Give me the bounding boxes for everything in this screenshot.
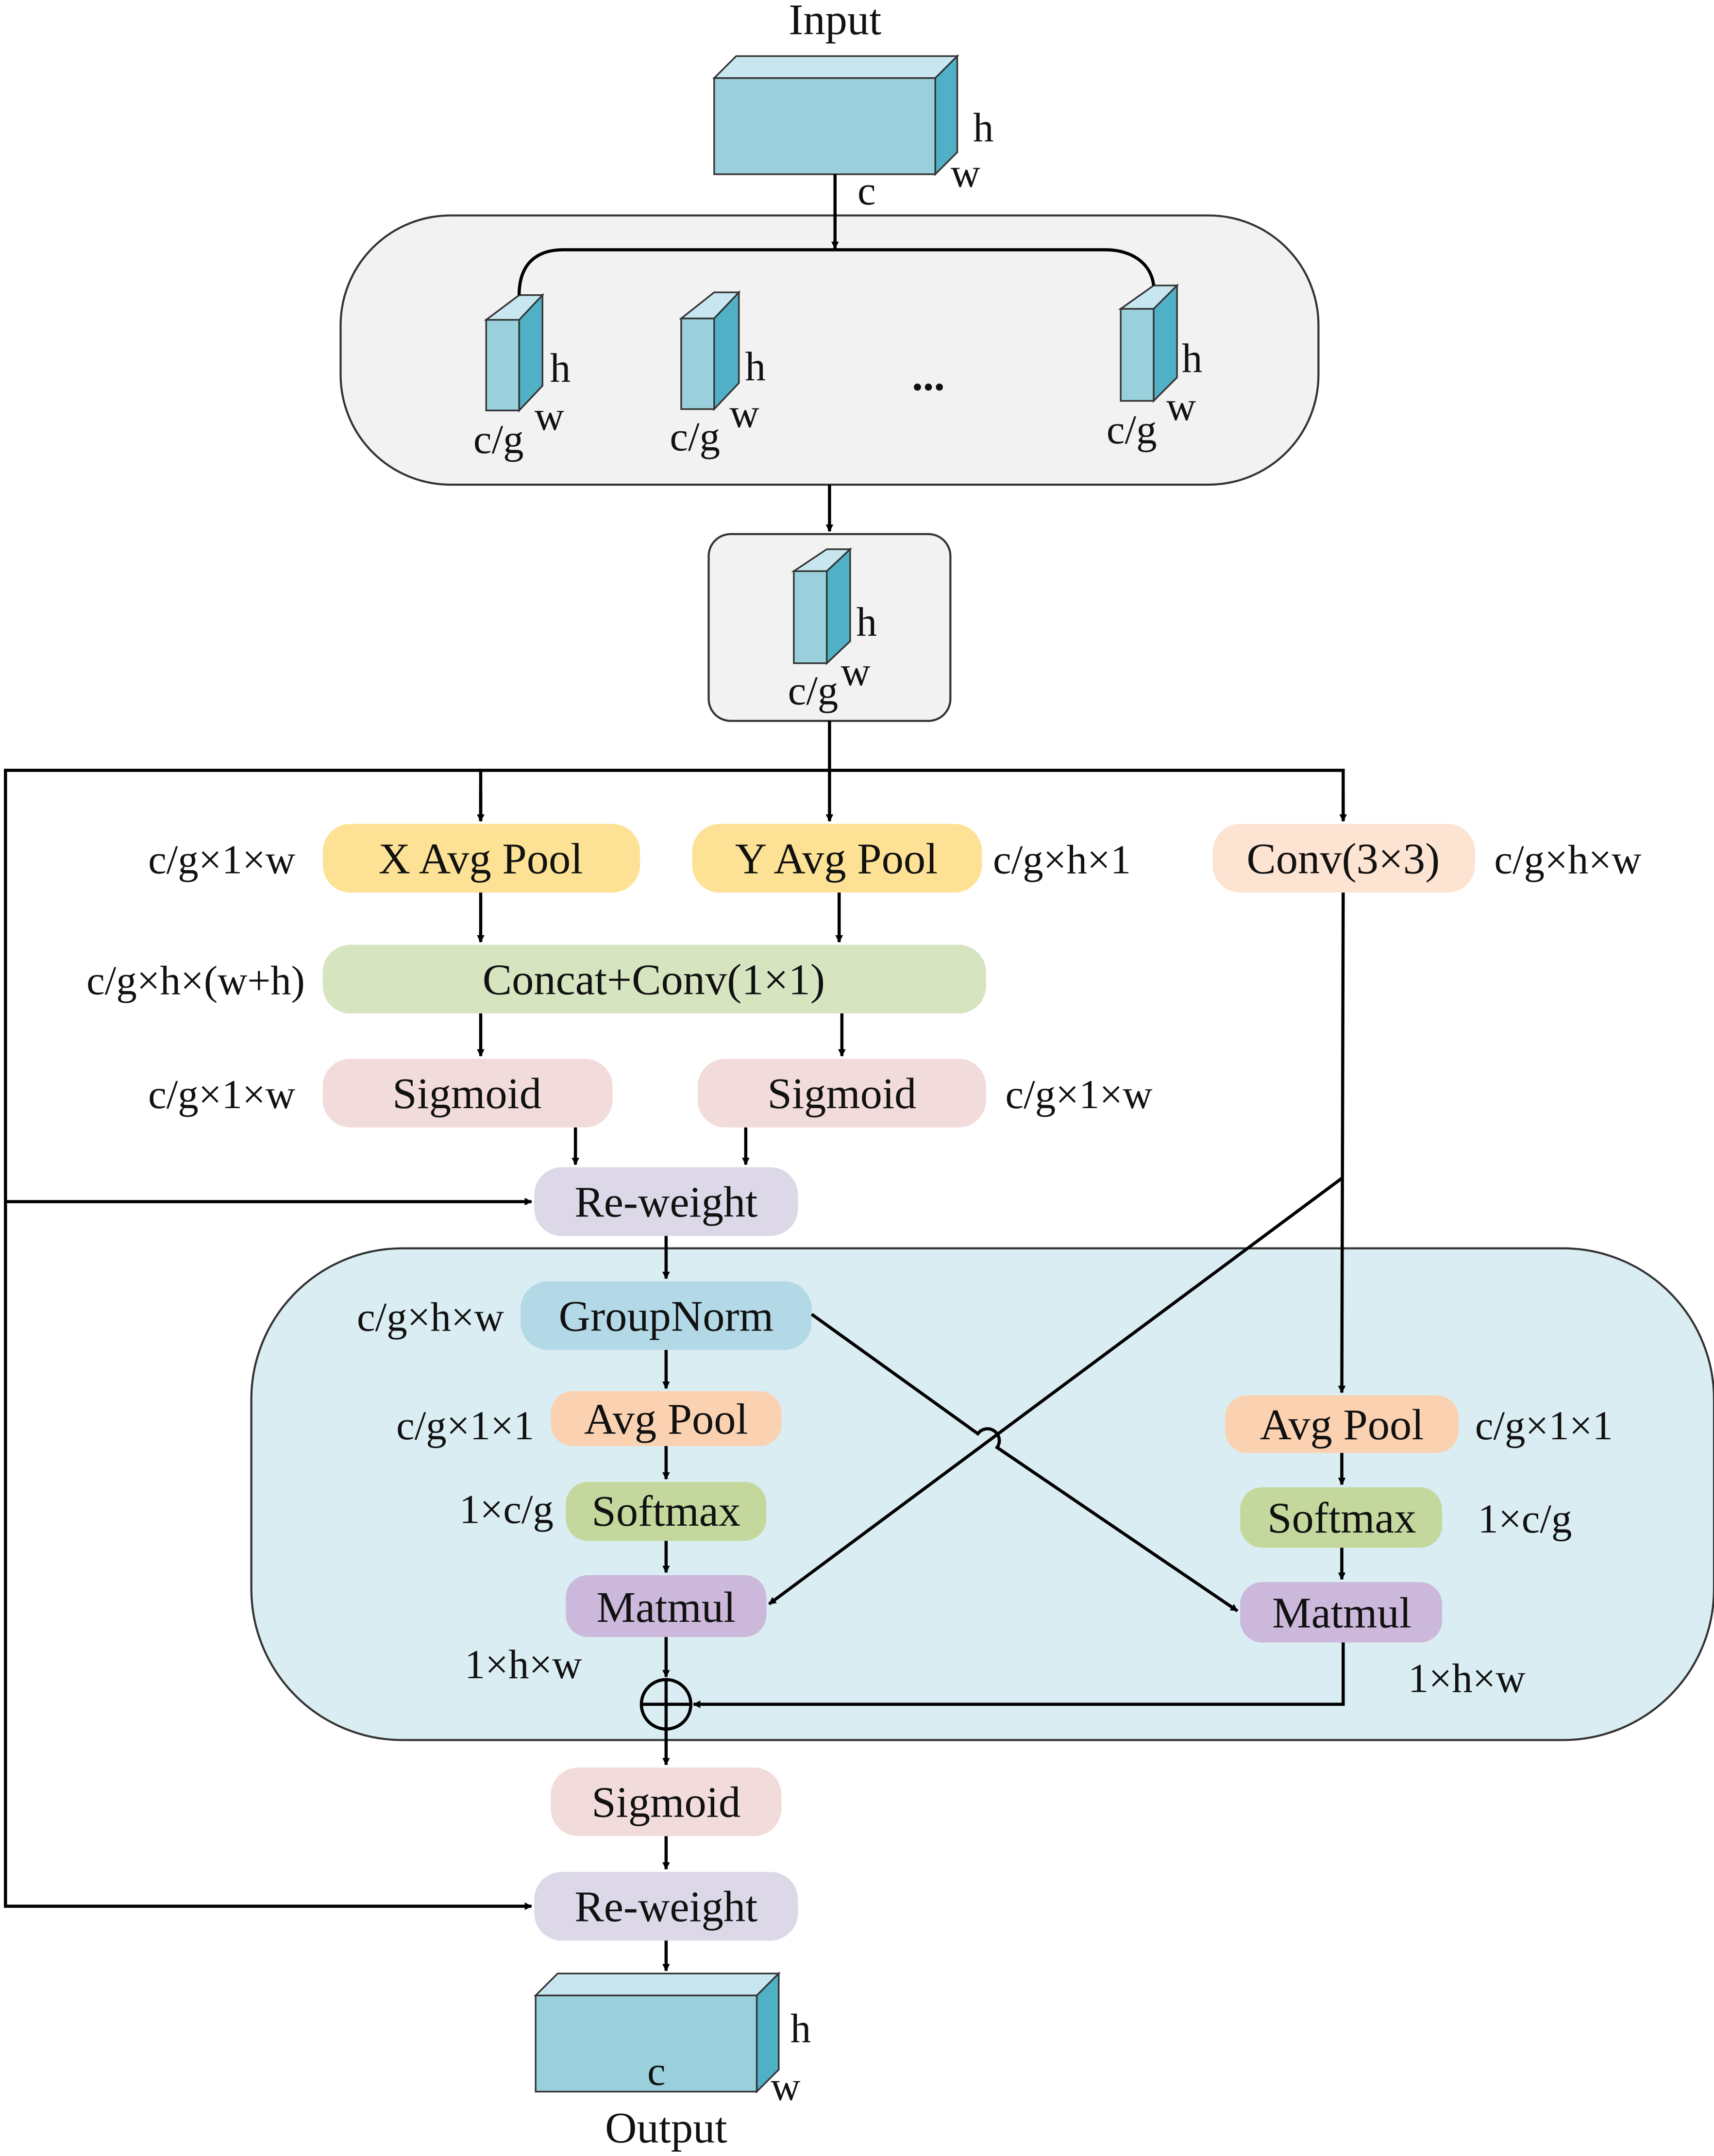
ellipsis: ...	[912, 351, 945, 400]
groupnorm-dim: c/g×h×w	[357, 1294, 504, 1340]
y-avg-pool-box	[692, 824, 982, 893]
group-cube-2-cg: c/g	[670, 414, 720, 459]
reweight-2-label: Re-weight	[574, 1882, 757, 1931]
y-pool-dim: c/g×h×1	[993, 837, 1131, 883]
matmul-right-label: Matmul	[1272, 1588, 1412, 1637]
groupnorm-box	[521, 1281, 812, 1350]
concat-conv-label: Concat+Conv(1×1)	[483, 955, 825, 1004]
input-w-label: w	[951, 150, 980, 196]
softmax-right-box	[1240, 1487, 1442, 1548]
group-cube-g-h: h	[1182, 336, 1202, 381]
sig-left-dim: c/g×1×w	[148, 1072, 295, 1117]
x-avg-pool-box	[322, 824, 640, 893]
branch-line-top	[479, 769, 1345, 822]
input-c-label: c	[857, 168, 876, 214]
group-cube-2-w: w	[729, 390, 759, 436]
single-group-cube	[791, 547, 853, 665]
input-h-label: h	[973, 105, 993, 151]
output-w-label: w	[771, 2063, 800, 2109]
softmax-left-dim: 1×c/g	[459, 1486, 554, 1532]
reweight-1-box	[534, 1167, 798, 1236]
group-cube-1-h: h	[550, 345, 571, 391]
matmul-left-label: Matmul	[597, 1583, 736, 1632]
sigmoid-right-box	[697, 1059, 986, 1128]
arrow-conv-matmul-left	[768, 1177, 1343, 1605]
group-cube-1-w: w	[535, 393, 564, 439]
group-bracket	[517, 248, 1156, 295]
sigmoid-left-label: Sigmoid	[392, 1069, 541, 1118]
avg-pool-left-label: Avg Pool	[584, 1395, 748, 1444]
single-cube-w: w	[841, 649, 871, 694]
group-cube-1-cg: c/g	[473, 417, 524, 462]
softmax-left-label: Softmax	[591, 1486, 740, 1535]
avg-pool-left-box	[551, 1391, 782, 1447]
softmax-right-label: Softmax	[1267, 1493, 1416, 1542]
matmul-left-box	[566, 1575, 767, 1637]
single-cube-cg: c/g	[788, 668, 839, 714]
group-cube-g	[1118, 283, 1179, 403]
single-cube-h: h	[857, 599, 877, 645]
sigmoid-bottom-label: Sigmoid	[591, 1778, 740, 1827]
arrow-conv-avgpool-right	[1338, 893, 1346, 1394]
skip-to-reweight-2	[4, 769, 533, 1910]
avg-pool-right-box	[1225, 1395, 1459, 1453]
matmul-right-box	[1240, 1582, 1442, 1643]
reweight-1-label: Re-weight	[574, 1178, 757, 1227]
avg-pool-right-label: Avg Pool	[1260, 1400, 1424, 1449]
output-tensor-cube	[534, 1971, 781, 2094]
matmul-left-dim: 1×h×w	[465, 1642, 582, 1687]
arrow-matmul-right-add	[692, 1642, 1345, 1708]
connectors	[4, 174, 1347, 1972]
output-c-label: c	[647, 2048, 666, 2094]
conv3x3-label: Conv(3×3)	[1246, 834, 1440, 883]
sig-right-dim: c/g×1×w	[1005, 1072, 1152, 1117]
concat-conv-box	[322, 944, 986, 1014]
x-avg-pool-label: X Avg Pool	[379, 834, 583, 883]
group-cube-2-h: h	[745, 344, 765, 389]
avgpool-left-dim: c/g×1×1	[396, 1403, 534, 1449]
output-h-label: h	[790, 2006, 811, 2052]
output-label: Output	[605, 2103, 727, 2152]
sigmoid-bottom-box	[551, 1767, 782, 1836]
softmax-left-box	[566, 1482, 767, 1541]
conv-dim: c/g×h×w	[1494, 837, 1641, 883]
avgpool-right-dim: c/g×1×1	[1475, 1403, 1613, 1449]
concat-dim: c/g×h×(w+h)	[86, 958, 305, 1003]
y-avg-pool-label: Y Avg Pool	[735, 834, 938, 883]
group-cube-2	[679, 290, 741, 411]
add-node-icon	[639, 1678, 693, 1731]
conv3x3-box	[1212, 824, 1475, 893]
x-pool-dim: c/g×1×w	[148, 837, 295, 883]
group-cube-1	[484, 293, 545, 413]
group-cube-g-w: w	[1166, 384, 1196, 429]
softmax-right-dim: 1×c/g	[1478, 1496, 1572, 1542]
sigmoid-left-box	[322, 1059, 613, 1128]
group-cube-g-cg: c/g	[1107, 407, 1157, 453]
matmul-right-dim: 1×h×w	[1408, 1655, 1526, 1701]
sigmoid-right-label: Sigmoid	[768, 1069, 917, 1118]
input-tensor-cube	[712, 54, 959, 176]
arrow-groupnorm-matmul-right	[810, 1313, 1239, 1613]
input-label: Input	[789, 0, 881, 44]
groupnorm-label: GroupNorm	[559, 1291, 773, 1340]
reweight-2-box	[534, 1871, 798, 1941]
